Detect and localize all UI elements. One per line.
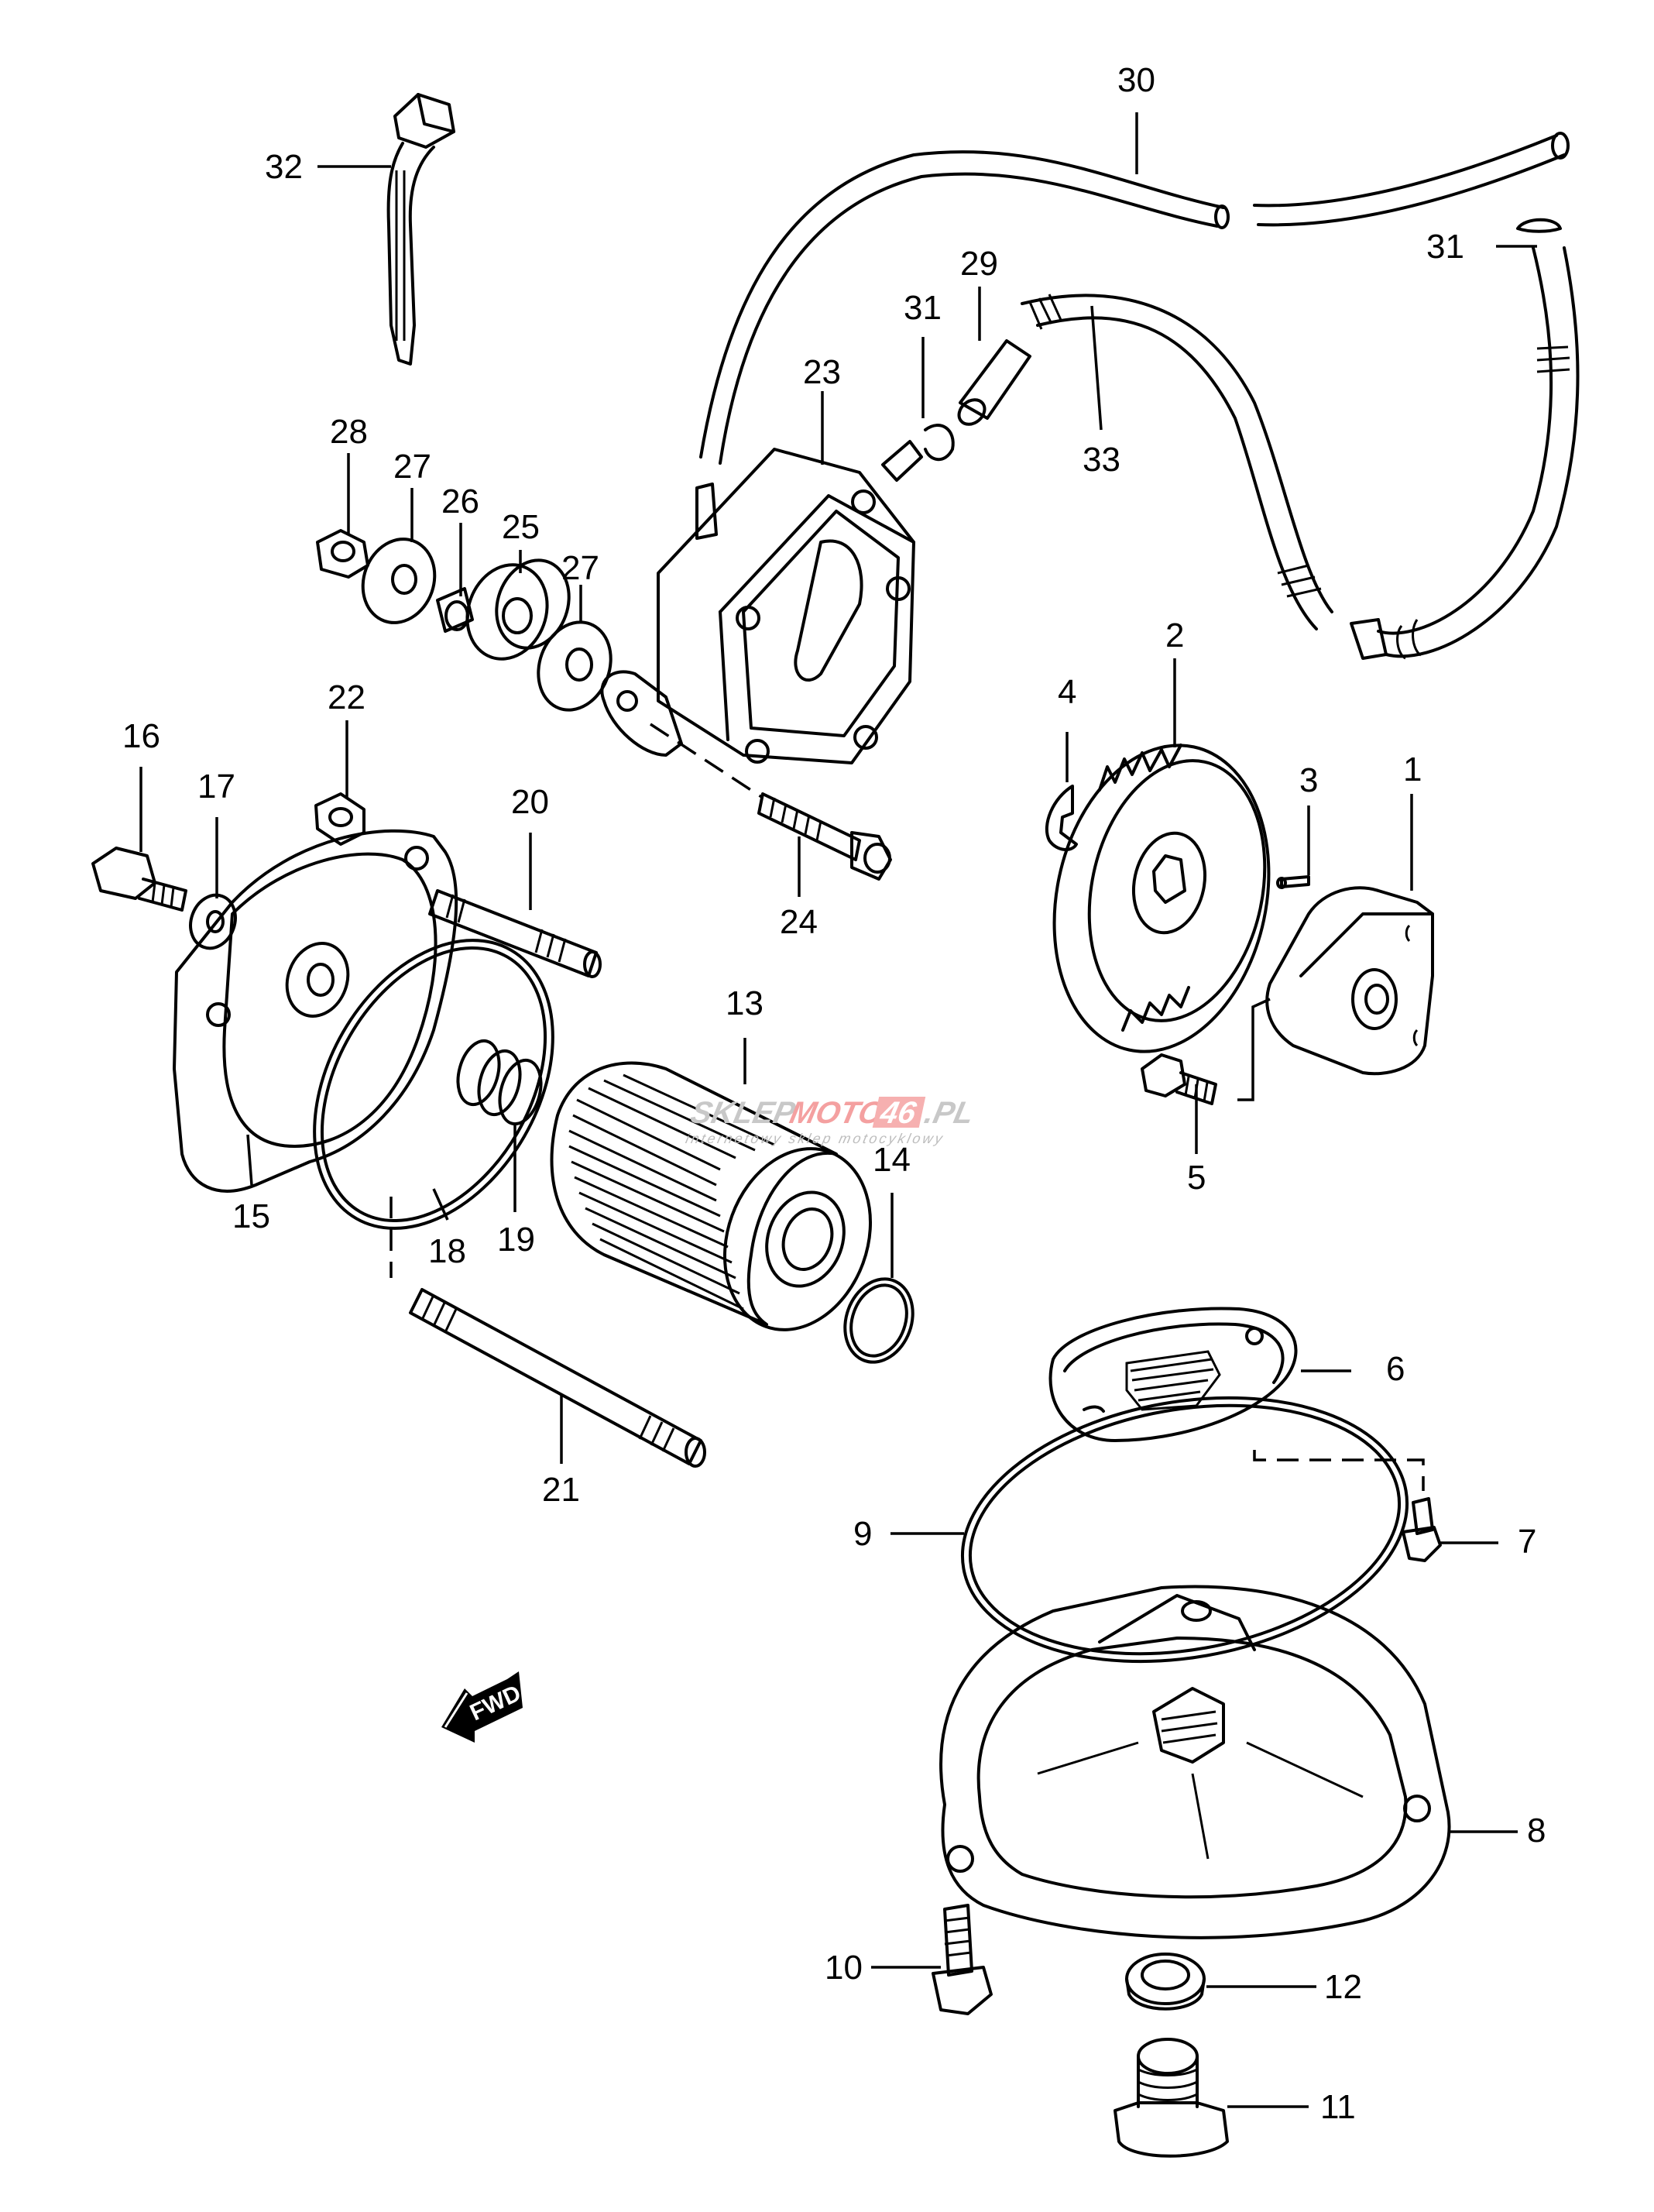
- strainer-screw-7: [1253, 1450, 1442, 1562]
- label-6[interactable]: 6: [1386, 1350, 1405, 1388]
- o-ring-18: [313, 939, 554, 1230]
- oil-pump-1: [1265, 886, 1434, 1076]
- fuel-hose-33: [1021, 294, 1333, 630]
- spring-19: [456, 1039, 543, 1126]
- label-1[interactable]: 1: [1403, 750, 1422, 788]
- label-22[interactable]: 22: [328, 678, 365, 716]
- label-5[interactable]: 5: [1187, 1159, 1206, 1197]
- cable-tie-32: [386, 93, 455, 366]
- label-4[interactable]: 4: [1058, 673, 1076, 711]
- oil-filter-cover-15: [173, 829, 458, 1193]
- label-7[interactable]: 7: [1518, 1523, 1536, 1561]
- fuel-pump-23: [600, 440, 923, 764]
- label-20[interactable]: 20: [511, 783, 549, 821]
- label-16[interactable]: 16: [122, 717, 160, 755]
- label-10[interactable]: 10: [825, 1949, 863, 1987]
- fwd-arrow-icon: FWD: [441, 1671, 525, 1743]
- oil-strainer-6: [1048, 1307, 1298, 1442]
- nut-22: [314, 792, 365, 846]
- label-28[interactable]: 28: [330, 413, 368, 451]
- stud-20: [428, 889, 602, 978]
- drain-plug-gasket-12: [1125, 1953, 1206, 2011]
- label-2[interactable]: 2: [1165, 617, 1184, 654]
- watermark-part1: SKLEP: [688, 1094, 799, 1129]
- label-3[interactable]: 3: [1299, 761, 1318, 799]
- nut-28: [316, 529, 369, 579]
- label-30[interactable]: 30: [1117, 61, 1155, 99]
- circlip-4: [1045, 785, 1078, 851]
- drain-plug-11: [1114, 2038, 1229, 2158]
- bolt-16: [91, 847, 187, 912]
- label-9[interactable]: 9: [853, 1515, 872, 1553]
- label-18[interactable]: 18: [428, 1232, 466, 1270]
- oil-pan-8: [939, 1585, 1451, 1939]
- hose-clamp-31-left: [924, 424, 955, 462]
- hose-clamp-31-right: [1350, 218, 1580, 660]
- label-27-right[interactable]: 27: [561, 549, 599, 587]
- washer-27-left: [361, 538, 437, 624]
- label-12[interactable]: 12: [1324, 1968, 1362, 2006]
- leader-lines: [139, 112, 1537, 2108]
- label-13[interactable]: 13: [726, 984, 764, 1022]
- label-33[interactable]: 33: [1083, 441, 1120, 479]
- watermark-subtitle: internetowy sklep motocyklowy: [685, 1131, 946, 1146]
- oil-pan-bolt-10: [932, 1904, 993, 2015]
- cushion-25: [465, 558, 571, 661]
- bolt-24: [650, 723, 892, 881]
- watermark-part4: .PL: [921, 1094, 977, 1129]
- fuel-hose-30: [699, 132, 1570, 465]
- o-ring-14: [843, 1277, 915, 1364]
- washer-27-right: [537, 620, 613, 712]
- label-14[interactable]: 14: [873, 1141, 911, 1179]
- watermark-part2: MOTO: [787, 1094, 887, 1129]
- part-labels: 32 30 31 31 29 33 23 28 27 26 25 27 22 2…: [122, 61, 1546, 2126]
- label-26[interactable]: 26: [441, 483, 479, 520]
- pump-bolt-5: [1141, 998, 1271, 1105]
- watermark-part3: 46: [877, 1094, 920, 1129]
- label-19[interactable]: 19: [497, 1221, 535, 1259]
- label-25[interactable]: 25: [502, 508, 540, 546]
- watermark: SKLEP MOTO 46 .PL internetowy sklep moto…: [685, 1094, 977, 1146]
- label-24[interactable]: 24: [780, 903, 818, 941]
- hose-fitting-29: [957, 339, 1031, 426]
- label-15[interactable]: 15: [232, 1197, 270, 1235]
- label-31-left[interactable]: 31: [904, 289, 942, 327]
- label-31-right[interactable]: 31: [1426, 228, 1464, 266]
- label-21[interactable]: 21: [542, 1471, 580, 1509]
- oil-filter-13: [550, 1061, 873, 1331]
- label-29[interactable]: 29: [960, 245, 998, 283]
- stud-21: [389, 1197, 706, 1468]
- washer-17: [189, 893, 237, 950]
- label-17[interactable]: 17: [197, 768, 235, 805]
- label-27-left[interactable]: 27: [393, 448, 431, 486]
- label-23[interactable]: 23: [803, 353, 841, 391]
- oil-pan-gasket-9: [960, 1396, 1409, 1664]
- label-11[interactable]: 11: [1320, 2088, 1356, 2126]
- label-32[interactable]: 32: [265, 148, 303, 186]
- oil-pump-gear-2: [1052, 744, 1271, 1053]
- label-8[interactable]: 8: [1527, 1812, 1546, 1850]
- pin-3: [1276, 875, 1310, 889]
